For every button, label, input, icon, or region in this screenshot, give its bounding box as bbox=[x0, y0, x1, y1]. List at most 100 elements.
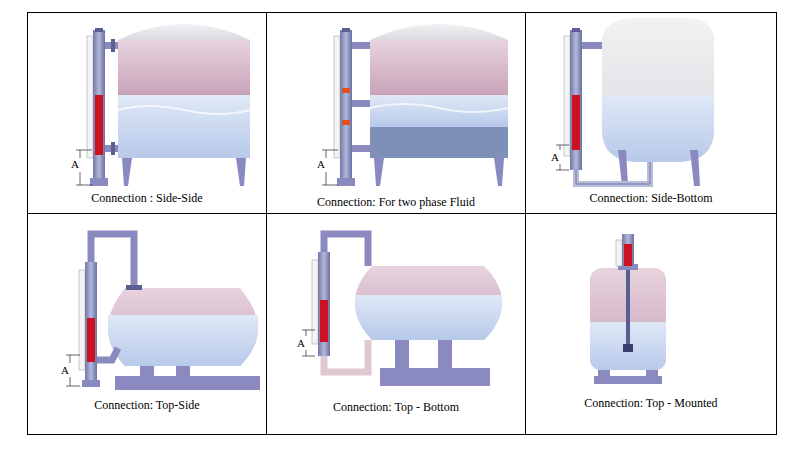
dimension-label: A bbox=[297, 337, 305, 349]
top-side-gauge-part bbox=[97, 348, 118, 360]
side-side-gauge-part bbox=[118, 95, 250, 158]
top-bottom-gauge-part bbox=[355, 266, 502, 340]
side-side-gauge-part bbox=[118, 106, 250, 114]
side-side-gauge-part bbox=[111, 142, 115, 155]
top-side-gauge-part bbox=[115, 376, 260, 390]
side-side-gauge-part bbox=[80, 150, 81, 158]
top-side-gauge-part bbox=[82, 380, 100, 387]
dimension-label: A bbox=[317, 158, 325, 170]
two-phase-gauge-part bbox=[326, 150, 327, 158]
top-side-gauge-part bbox=[108, 315, 258, 366]
dimension-label: A bbox=[61, 364, 69, 376]
top-side-gauge-part bbox=[66, 386, 80, 387]
connection-caption: Connection : Side-Side bbox=[91, 191, 202, 205]
top-bottom-gauge-part bbox=[395, 340, 409, 370]
two-phase-gauge-part bbox=[370, 95, 508, 127]
table-cell: Connection : Side-Side bbox=[27, 12, 267, 214]
dimension-label: A bbox=[551, 151, 559, 163]
side-bottom-gauge-part bbox=[572, 95, 580, 150]
side-side-gauge-part bbox=[118, 40, 250, 95]
side-side-gauge-part bbox=[111, 39, 115, 52]
top-bottom-gauge-part bbox=[438, 340, 452, 370]
top-mounted-gauge-part bbox=[590, 268, 666, 370]
top-mounted-gauge-part bbox=[616, 240, 622, 266]
two-phase-gauge-part bbox=[337, 178, 355, 186]
top-side-gauge-part bbox=[85, 262, 97, 386]
connection-caption: Connection: For two phase Fluid bbox=[317, 195, 475, 209]
top-bottom-gauge-part bbox=[302, 356, 315, 357]
side-side-gauge-part bbox=[80, 172, 81, 185]
side-side-gauge-part bbox=[90, 178, 108, 186]
two-phase-gauge-part bbox=[334, 36, 340, 158]
top-side-gauge-part bbox=[70, 355, 71, 363]
top-bottom-gauge-part bbox=[306, 350, 307, 356]
table-cell: Connection: Top - Bottom bbox=[266, 213, 526, 435]
top-mounted-gauge-part bbox=[622, 234, 634, 266]
top-mounted-gauge-part bbox=[646, 370, 658, 376]
two-phase-gauge-part bbox=[374, 158, 384, 186]
two-phase-gauge-part bbox=[340, 30, 352, 186]
top-bottom-gauge-part bbox=[312, 260, 318, 344]
connection-caption: Connection: Side-Bottom bbox=[590, 191, 713, 205]
side-side-gauge-part bbox=[236, 158, 246, 186]
side-bottom-gauge-part bbox=[582, 42, 602, 49]
two-phase-gauge-part bbox=[322, 185, 338, 186]
side-bottom-gauge-part bbox=[572, 28, 580, 32]
side-bottom-gauge-part bbox=[556, 145, 569, 146]
side-bottom-gauge-part bbox=[602, 18, 714, 162]
side-side-gauge-part bbox=[93, 30, 105, 186]
two-phase-gauge-part bbox=[370, 24, 508, 40]
two-phase-gauge-part bbox=[352, 42, 370, 49]
top-side-gauge-part bbox=[70, 377, 71, 386]
top-mounted-gauge-part bbox=[623, 344, 633, 352]
side-side-gauge-part bbox=[122, 158, 132, 186]
side-bottom-gauge-part bbox=[564, 36, 570, 156]
table-cell: Connection: Top-Side bbox=[27, 213, 267, 435]
two-phase-gauge-part bbox=[326, 172, 327, 185]
table-cell: Connection: Top - Mounted bbox=[525, 213, 777, 435]
top-bottom-gauge-part bbox=[324, 340, 368, 372]
top-bottom-gauge-part bbox=[355, 295, 502, 340]
top-bottom-gauge-part bbox=[320, 300, 328, 342]
side-bottom-gauge-part bbox=[576, 162, 650, 184]
two-phase-gauge-part bbox=[370, 127, 508, 158]
side-side-gauge-part bbox=[76, 150, 92, 151]
two-phase-gauge-part bbox=[352, 100, 370, 107]
side-side-gauge-part bbox=[95, 95, 103, 155]
connection-caption: Connection: Top - Bottom bbox=[333, 400, 459, 414]
connection-caption: Connection: Top - Mounted bbox=[584, 396, 717, 410]
side-bottom-gauge bbox=[556, 18, 714, 186]
top-side-gauge-part bbox=[126, 285, 142, 290]
side-bottom-gauge-part bbox=[570, 30, 582, 170]
connection-caption: Connection: Top-Side bbox=[94, 398, 199, 412]
two-phase-gauge-part bbox=[322, 150, 338, 151]
two-phase-gauge bbox=[322, 24, 508, 186]
top-side-gauge-part bbox=[66, 355, 80, 356]
side-side-gauge-part bbox=[118, 24, 250, 40]
top-bottom-gauge-part bbox=[302, 330, 315, 331]
side-bottom-gauge-part bbox=[560, 145, 561, 150]
top-mounted-gauge-part bbox=[624, 244, 632, 266]
top-mounted-gauge-part bbox=[626, 270, 630, 352]
side-side-gauge-part bbox=[87, 36, 93, 158]
dimension-label: A bbox=[71, 158, 79, 170]
two-phase-gauge-part bbox=[370, 104, 508, 112]
two-phase-gauge-part bbox=[342, 28, 350, 32]
side-bottom-gauge-part bbox=[618, 150, 628, 186]
table-cell: Connection: Side-Bottom bbox=[525, 12, 777, 214]
top-side-gauge-part bbox=[87, 318, 95, 362]
side-bottom-gauge-part bbox=[556, 170, 569, 171]
side-side-gauge-part bbox=[76, 185, 92, 186]
side-side-gauge bbox=[76, 24, 250, 186]
top-bottom-gauge-part bbox=[324, 234, 368, 266]
side-bottom-gauge-part bbox=[560, 164, 561, 170]
top-mounted-gauge bbox=[590, 234, 666, 384]
top-side-gauge bbox=[66, 234, 260, 390]
side-bottom-gauge-part bbox=[576, 162, 650, 184]
top-bottom-gauge-part bbox=[306, 330, 307, 336]
two-phase-gauge-part bbox=[342, 120, 350, 125]
side-bottom-gauge-part bbox=[690, 150, 700, 186]
two-phase-gauge-part bbox=[342, 88, 350, 93]
top-mounted-gauge-part bbox=[594, 376, 662, 384]
